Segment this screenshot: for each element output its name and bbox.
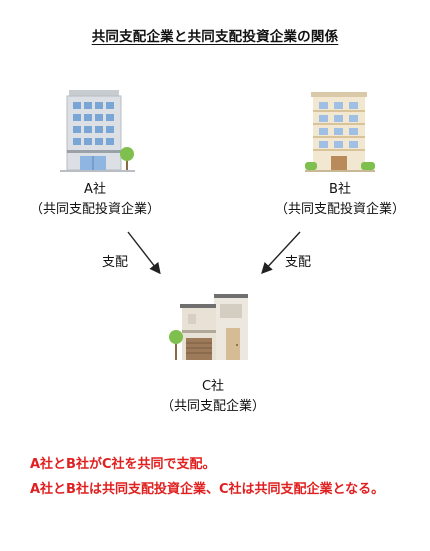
building-c-icon: [169, 294, 248, 360]
diagram-title: 共同支配企業と共同支配投資企業の関係: [0, 25, 430, 45]
company-c-name: C社: [201, 379, 225, 394]
company-b-role: （共同支配投資企業）: [274, 202, 405, 217]
company-a-name: A社: [84, 182, 106, 197]
arrow-right-label: 支配: [284, 255, 311, 270]
arrow-left-label: 支配: [101, 255, 128, 270]
building-a-icon: [60, 90, 135, 172]
diagram-title-text: 共同支配企業と共同支配投資企業の関係: [91, 29, 339, 45]
building-b-icon: [305, 92, 375, 172]
note-line-2: A社とB社は共同支配投資企業、C社は共同支配企業となる。: [30, 482, 385, 497]
note-line-1: A社とB社がC社を共同で支配。: [30, 457, 216, 472]
company-a-role: （共同支配投資企業）: [29, 202, 160, 217]
company-b-name: B社: [329, 182, 351, 197]
company-c-role: （共同支配企業）: [160, 399, 265, 414]
